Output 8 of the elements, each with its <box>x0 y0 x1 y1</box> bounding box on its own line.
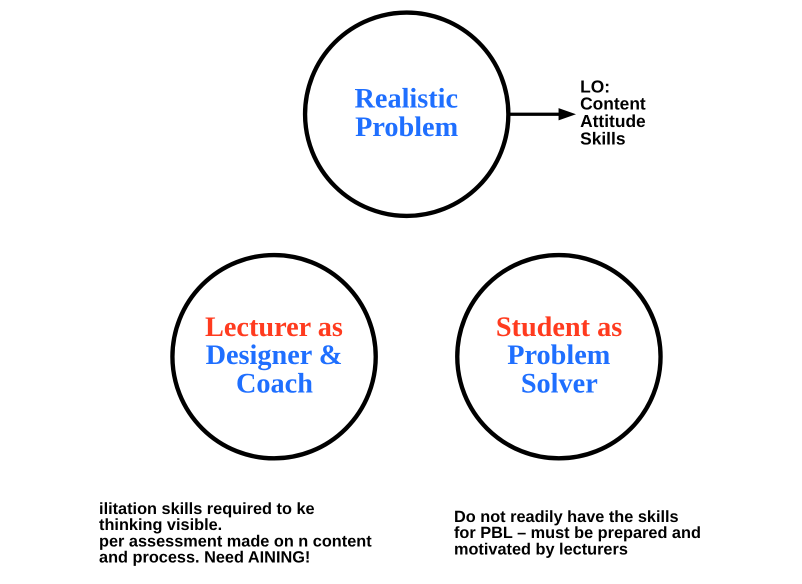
node-circle: Student as Problem Solver <box>455 252 663 460</box>
node-circle: Lecturer as Designer & Coach <box>170 252 378 460</box>
node-circle: Realistic Problem <box>302 10 511 218</box>
node-text: LO: Content Attitude Skills <box>580 76 646 148</box>
node-label: per assessment made on n content and process. Need AINING! <box>99 532 372 567</box>
node-label: Do not readily have the skills for PBL – must be prepared and motivated by lecturers <box>454 508 701 559</box>
node-label: ilitation skills required to ke thinking visible. <box>99 500 315 534</box>
arrow <box>508 108 576 120</box>
